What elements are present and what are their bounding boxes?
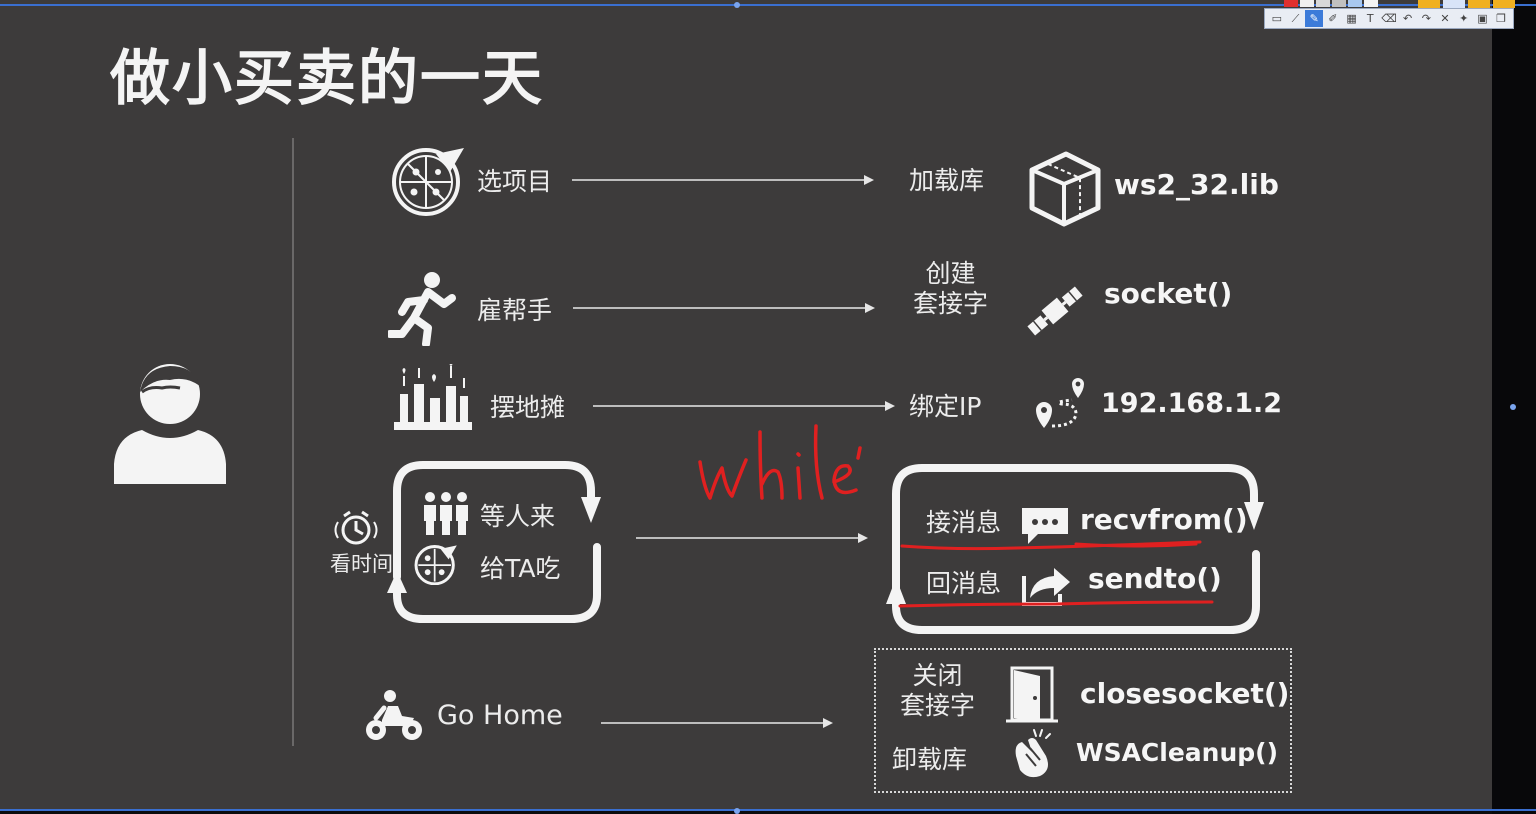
selection-border-top — [0, 4, 1536, 6]
row-label-hire: 雇帮手 — [477, 296, 553, 325]
annotation-toolbar: ▭ ⟋ ✎ ✐ ▦ T ⌫ ↶ ↷ ✕ ✦ ▣ ❐ — [1264, 8, 1514, 29]
color-palette[interactable] — [1284, 0, 1378, 7]
row-label-project: 选项目 — [477, 167, 553, 196]
undo-icon[interactable]: ↶ — [1403, 12, 1413, 25]
cleanup-box — [874, 648, 1292, 793]
while-annotation — [698, 424, 862, 500]
timeline-divider — [292, 138, 294, 746]
cube-icon — [1029, 151, 1101, 227]
loop-item-wait: 等人来 — [480, 502, 556, 531]
row-label-bind-ip: 绑定IP — [909, 392, 982, 421]
close-socket-label: 关闭 套接字 — [900, 661, 976, 720]
arrow-connector — [572, 175, 874, 185]
person-icon — [114, 364, 226, 484]
page-title: 做小买卖的一天 — [110, 44, 544, 114]
motorbike-icon — [366, 690, 422, 740]
clock-label: 看时间 — [330, 552, 393, 576]
pin-icon[interactable]: ✦ — [1459, 12, 1469, 25]
pen-tool-icon[interactable]: ✎ — [1305, 10, 1324, 27]
red-underline-annotation — [898, 540, 1214, 608]
code-ws2-32-lib: ws2_32.lib — [1114, 168, 1279, 201]
recv-label: 接消息 — [926, 508, 1002, 537]
alarm-clock-icon — [334, 510, 378, 545]
select-rect-icon[interactable]: ▭ — [1271, 12, 1283, 25]
copy-icon[interactable]: ❐ — [1496, 12, 1507, 25]
save-icon[interactable]: ▣ — [1477, 12, 1488, 25]
arrow-connector — [573, 303, 875, 313]
route-pin-icon — [1036, 378, 1084, 428]
code-ip-address: 192.168.1.2 — [1101, 388, 1283, 419]
arrow-connector — [636, 533, 868, 543]
code-closesocket: closesocket() — [1080, 677, 1290, 710]
resize-handle-bottom[interactable] — [734, 808, 740, 814]
row-label-create-socket: 创建 套接字 — [913, 259, 989, 318]
loop-arrow-left — [387, 461, 601, 623]
send-label: 回消息 — [926, 569, 1002, 598]
resize-handle-right[interactable] — [1510, 404, 1516, 410]
chat-bubble-icon — [1022, 508, 1068, 544]
line-tool-icon[interactable]: ⟋ — [1291, 11, 1300, 25]
satellite-icon — [1027, 286, 1083, 336]
slide: 做小买卖的一天 选项目 加载库 ws2_32.lib 雇帮手 — [0, 0, 1492, 810]
code-wsacleanup: WSACleanup() — [1076, 738, 1279, 767]
mosaic-tool-icon[interactable]: ▦ — [1346, 12, 1357, 25]
marker-tool-icon[interactable]: ✐ — [1328, 12, 1338, 25]
door-icon — [1006, 666, 1058, 723]
pizza-icon — [392, 148, 464, 216]
arrow-connector — [593, 401, 895, 411]
market-stall-icon — [394, 364, 472, 430]
code-recvfrom: recvfrom() — [1080, 503, 1248, 536]
code-sendto: sendto() — [1088, 562, 1222, 595]
eraser-tool-icon[interactable]: ⌫ — [1381, 12, 1397, 25]
arrow-connector — [601, 718, 833, 728]
loop-arrow-right — [886, 464, 1264, 634]
loop-item-serve: 给TA吃 — [480, 554, 561, 583]
row-label-load-lib: 加载库 — [909, 166, 985, 195]
text-tool-icon[interactable]: T — [1366, 12, 1374, 25]
pizza-icon — [414, 545, 457, 585]
app-tabs[interactable] — [1418, 0, 1515, 8]
redo-icon[interactable]: ↷ — [1421, 12, 1431, 25]
clapping-hands-icon — [1015, 729, 1051, 778]
runner-icon — [388, 272, 456, 346]
row-label-go-home: Go Home — [437, 700, 563, 731]
row-label-stall: 摆地摊 — [490, 393, 566, 422]
resize-handle-top[interactable] — [734, 2, 740, 8]
selection-border-bottom — [0, 809, 1536, 811]
close-icon[interactable]: ✕ — [1440, 12, 1450, 25]
people-icon — [424, 492, 468, 535]
code-socket: socket() — [1104, 277, 1233, 310]
unload-lib-label: 卸载库 — [892, 745, 968, 774]
